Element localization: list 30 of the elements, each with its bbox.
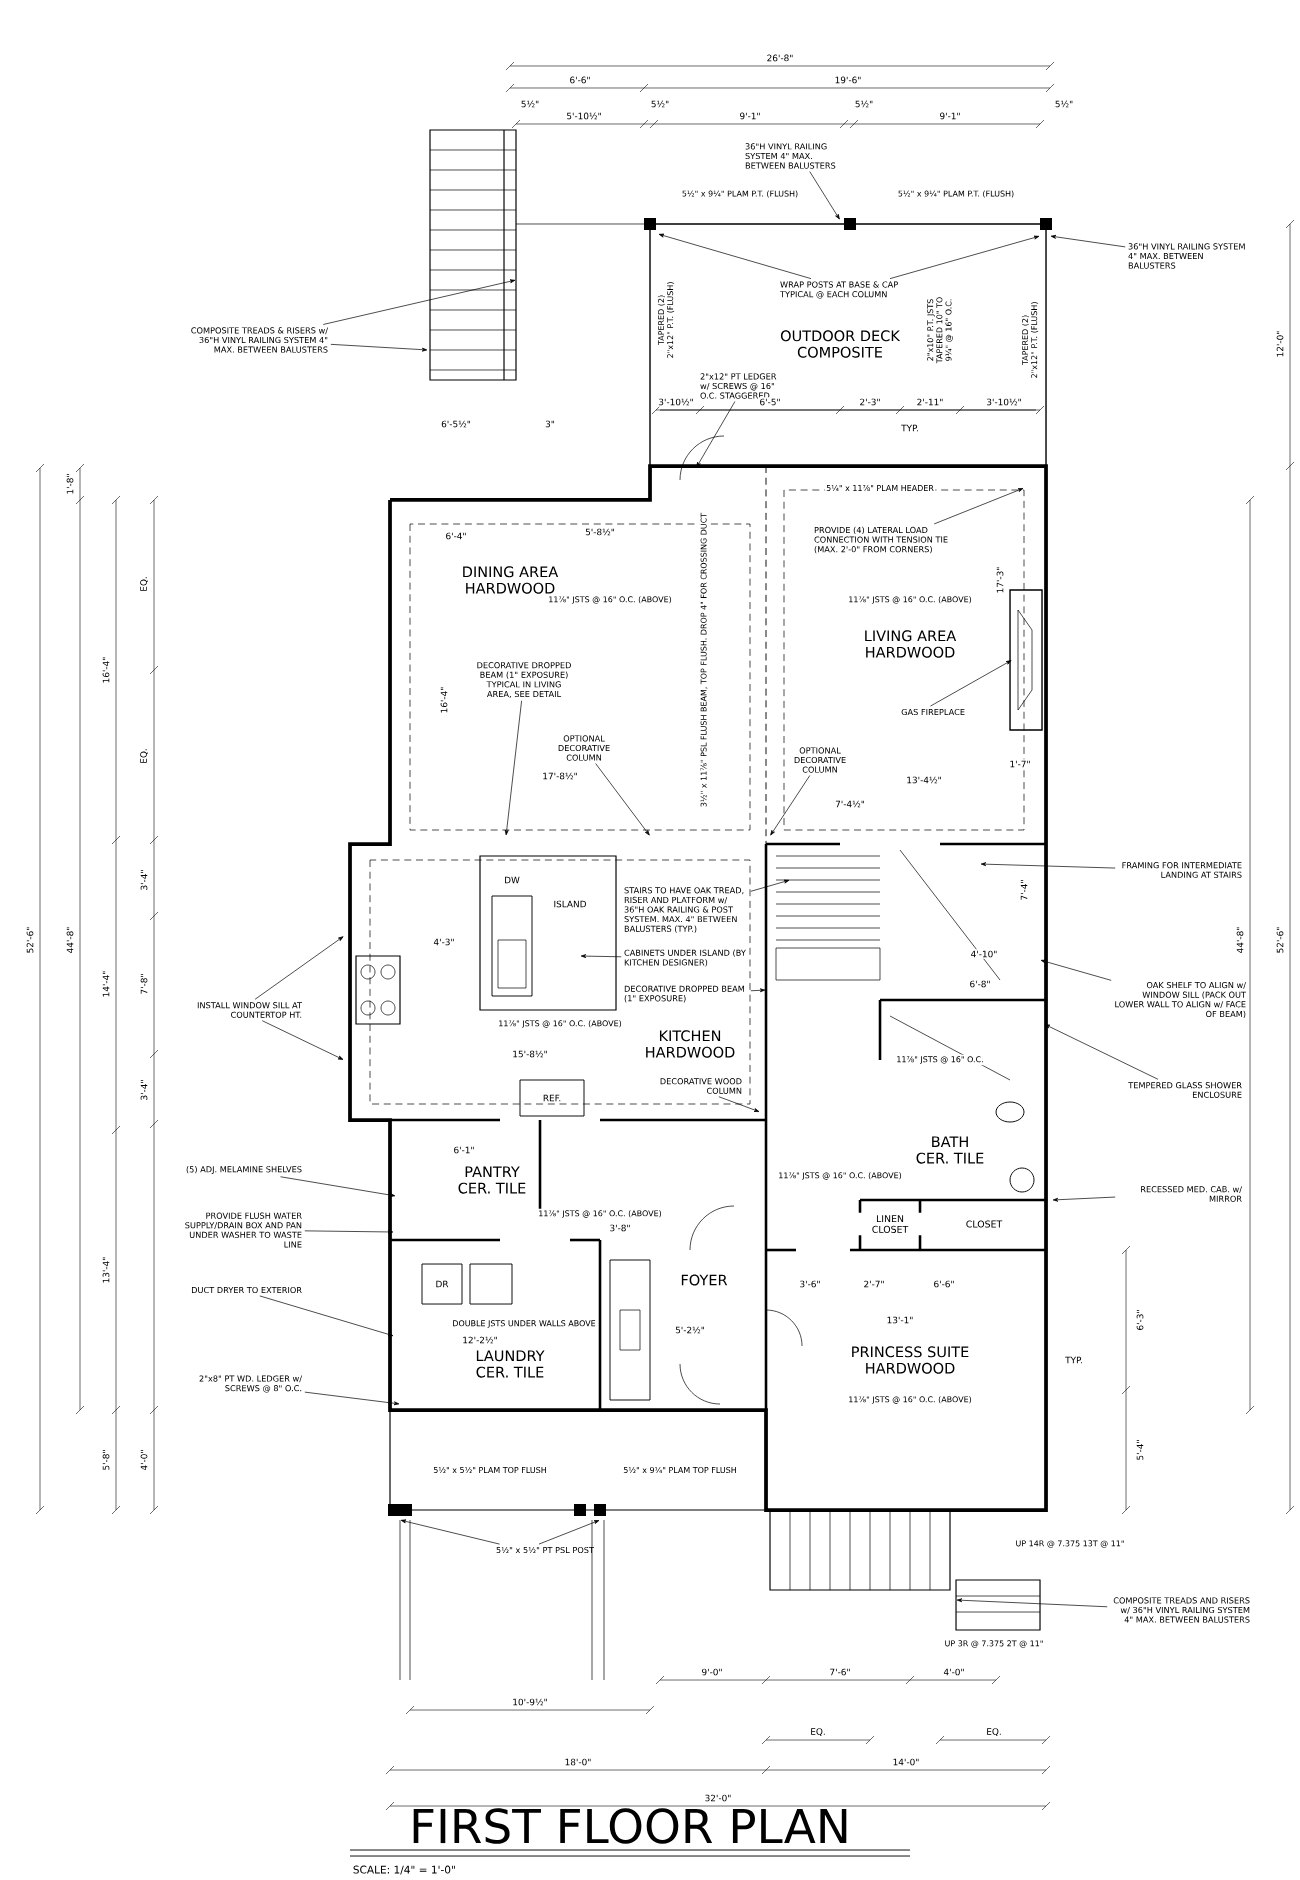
leader-line (1050, 234, 1126, 248)
leader-line (750, 879, 790, 892)
leader-line (956, 1598, 1108, 1608)
leader-line (400, 1519, 500, 1545)
leader-line (930, 660, 1012, 707)
leader-line (304, 1391, 400, 1406)
leader-line (595, 763, 650, 836)
leader-line (254, 936, 344, 1000)
leader-line (330, 344, 428, 352)
leader-line (580, 954, 622, 959)
leader-line (1044, 1024, 1159, 1080)
leader-line (658, 233, 812, 279)
leader-line (696, 401, 736, 468)
leader-line (1052, 1196, 1116, 1202)
leader-line (933, 488, 1024, 525)
leader-line (750, 988, 766, 993)
leader-line (538, 1520, 600, 1545)
leader-line (770, 775, 811, 836)
leader-line (809, 171, 840, 220)
leader-line (261, 1020, 344, 1060)
leader-line (1040, 959, 1112, 981)
drawing-title: FIRST FLOOR PLAN (349, 1808, 911, 1857)
leader-line (718, 1096, 760, 1112)
leader-line (304, 1230, 394, 1234)
leader-line (322, 279, 516, 325)
leader-line (504, 700, 522, 836)
leader-line (980, 862, 1116, 869)
leader-line (280, 1176, 396, 1197)
leader-line (889, 235, 1040, 279)
leader-line (259, 1295, 394, 1337)
